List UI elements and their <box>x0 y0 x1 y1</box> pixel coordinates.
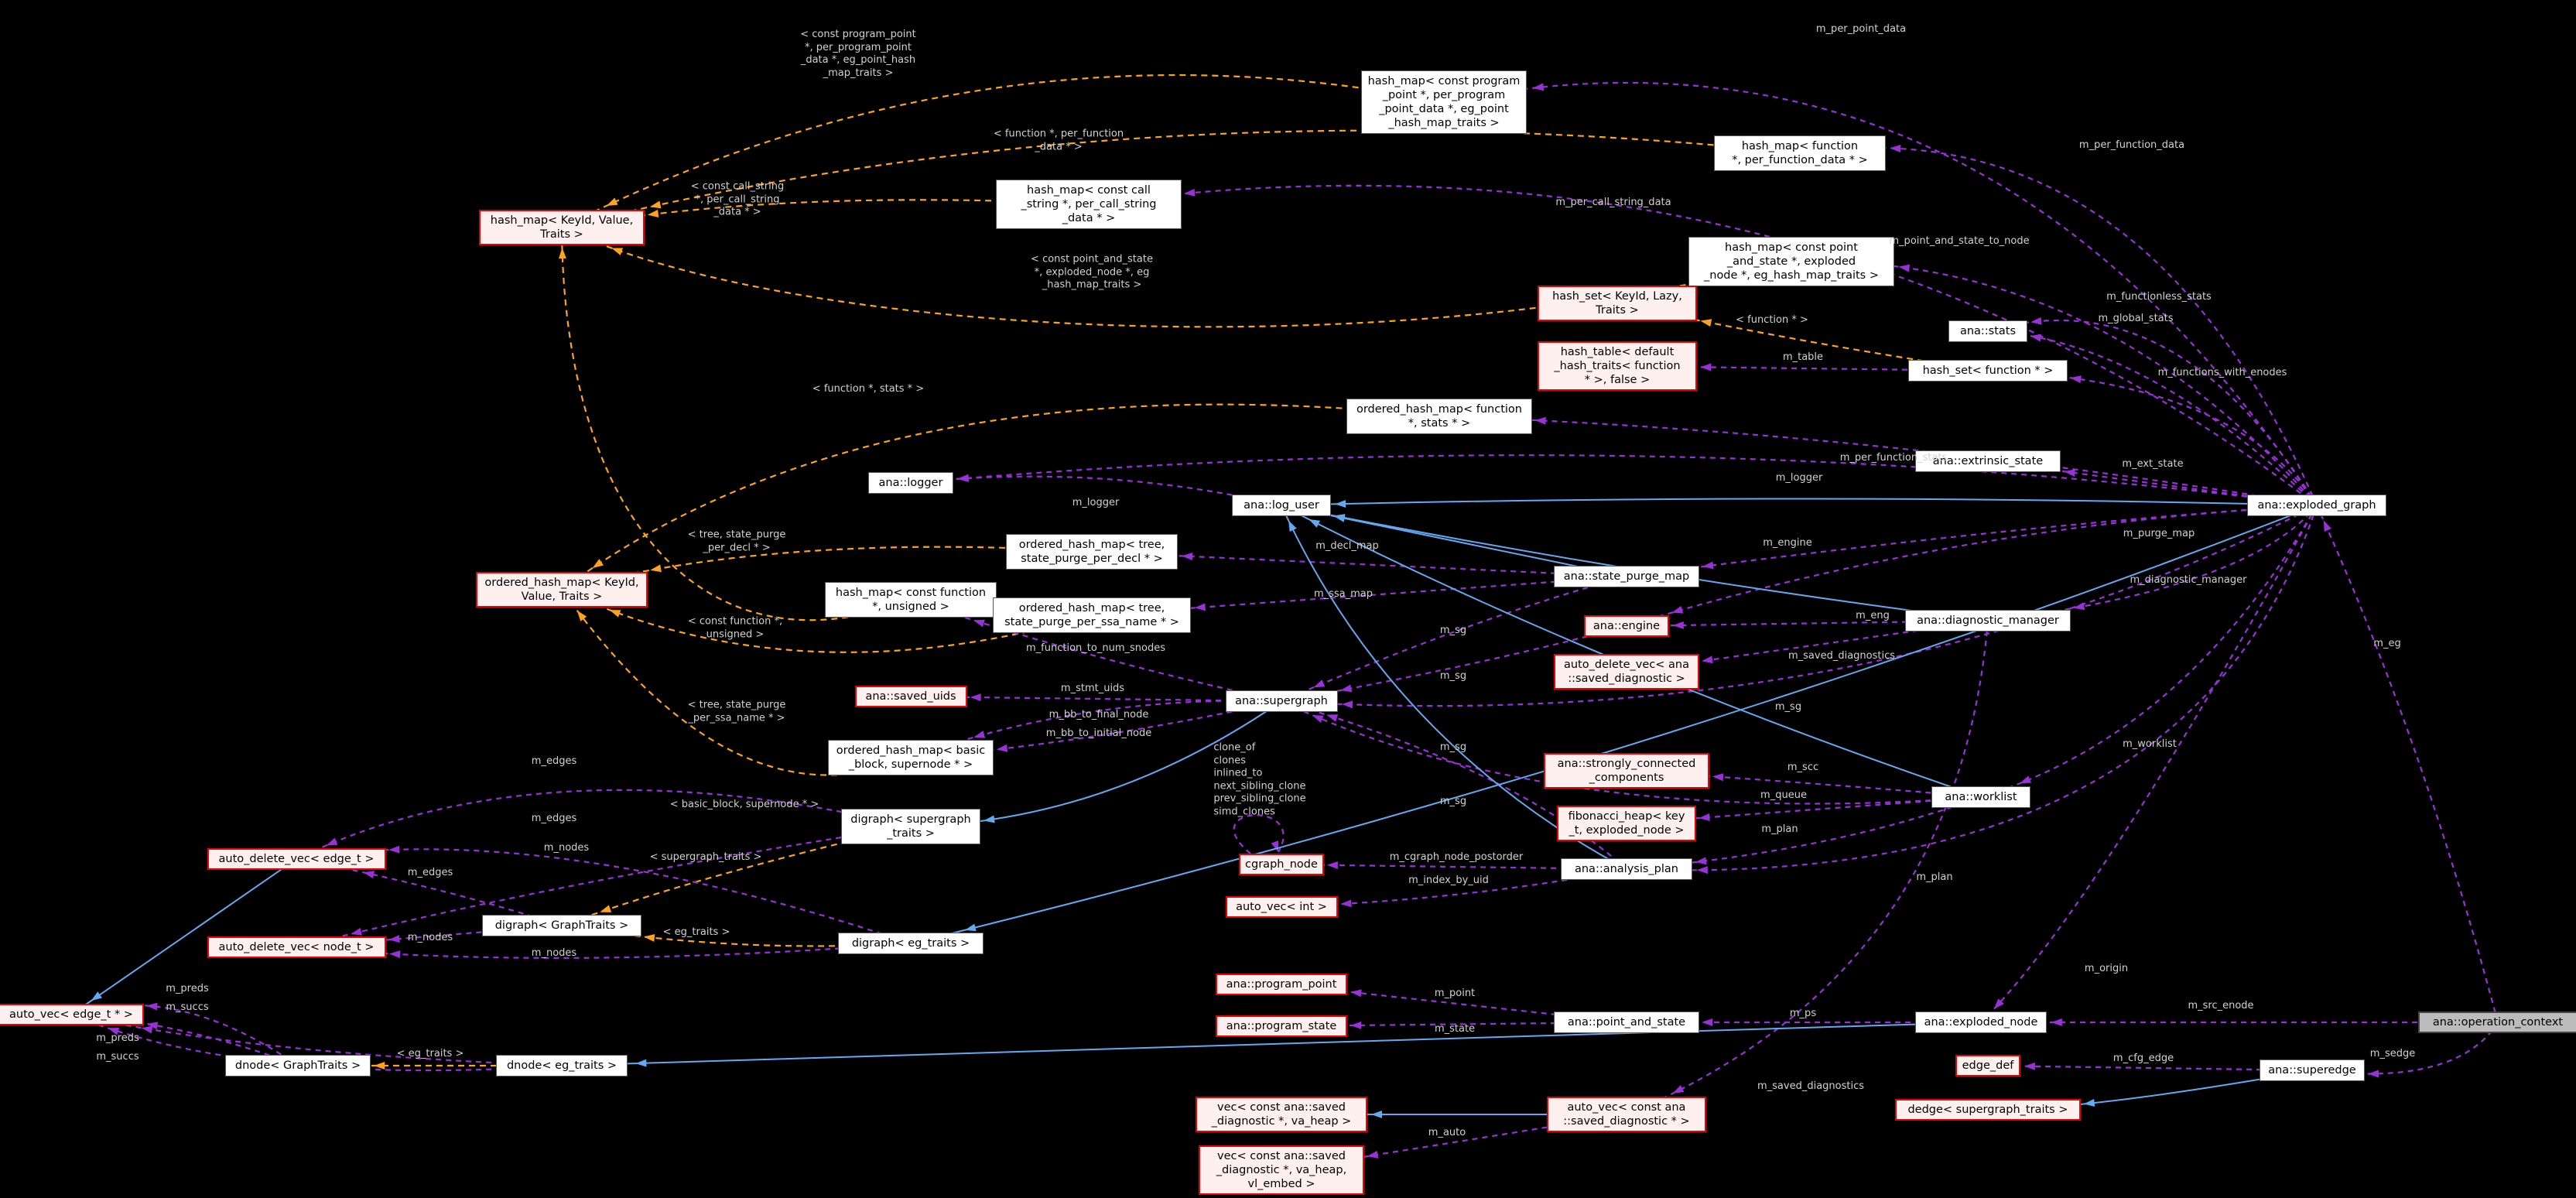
node-dnode_eg[interactable]: dnode< eg_traits > <box>495 1055 628 1076</box>
edge-m_sg-33 <box>1281 700 1627 870</box>
node-ohm_ssa[interactable]: ordered_hash_map< tree, state_purge_per_… <box>992 597 1192 633</box>
node-extrinsic[interactable]: ana::extrinsic_state <box>1915 450 2061 472</box>
node-adv_edge[interactable]: auto_delete_vec< edge_t > <box>207 848 386 870</box>
node-hm_point_state[interactable]: hash_map< const point _and_state *, expl… <box>1688 237 1894 286</box>
node-edge_def[interactable]: edge_def <box>1955 1055 2021 1076</box>
node-logger[interactable]: ana::logger <box>867 472 954 494</box>
edge-m_sg-31 <box>1281 575 1627 703</box>
edge-< const call_string-2 <box>561 199 1090 229</box>
edge-m_eng-29 <box>1626 619 1989 629</box>
node-op_ctx[interactable]: ana::operation_context <box>2418 1011 2576 1033</box>
node-hm_call_string[interactable]: hash_map< const call _string *, per_call… <box>996 180 1182 229</box>
node-ohm_fn_stats[interactable]: ordered_hash_map< function *, stats * > <box>1346 399 1532 434</box>
edge-m_eg-49 <box>2315 505 2499 1023</box>
node-pas[interactable]: ana::point_and_state <box>1554 1011 1699 1033</box>
node-exploded_graph[interactable]: ana::exploded_graph <box>2247 495 2386 516</box>
edge-< const function *,-7 <box>558 227 912 621</box>
node-auto_vec_edge[interactable]: auto_vec< edge_t * > <box>0 1004 144 1025</box>
node-dedge_sgt[interactable]: dedge< supergraph_traits > <box>1895 1099 2081 1121</box>
node-ohm_kvt[interactable]: ordered_hash_map< KeyId, Value, Traits > <box>475 572 648 608</box>
edge-m_point-55 <box>1281 983 1627 1024</box>
edge-m_functions_with_enodes-19 <box>1987 369 2318 506</box>
edge-m_edges-61 <box>296 857 563 927</box>
edge-m_worklist-47 <box>1980 505 2318 799</box>
node-hash_set_fn[interactable]: hash_set< function * > <box>1908 360 2068 382</box>
edge-m_saved_diagnostics-57 <box>1626 620 1989 1116</box>
edge-m_sg-35 <box>1281 505 2318 709</box>
node-digraph_gt[interactable]: digraph< GraphTraits > <box>482 915 641 936</box>
edge-< tree, state_purge-8 <box>561 589 1093 653</box>
node-vec_heap[interactable]: vec< const ana::saved _diagnostic *, va_… <box>1195 1097 1368 1132</box>
edge-m_edges-59 <box>296 789 912 860</box>
node-plan[interactable]: ana::analysis_plan <box>1560 858 1693 880</box>
node-av_saved_diag[interactable]: auto_vec< const ana ::saved_diagnostic *… <box>1547 1097 1706 1132</box>
edge-m_per_function_data-14 <box>1799 145 2318 506</box>
edge-m_ssa_map-27 <box>1091 575 1627 617</box>
node-hash_set_kvt[interactable]: hash_set< KeyId, Lazy, Traits > <box>1538 286 1697 321</box>
edge-inherit-73 <box>561 1022 1982 1067</box>
node-digraph_sgt[interactable]: digraph< supergraph _traits > <box>841 809 980 844</box>
node-stats[interactable]: ana::stats <box>1948 320 2027 342</box>
node-log_user[interactable]: ana::log_user <box>1232 495 1331 516</box>
edge-m_engine-28 <box>1626 504 2318 628</box>
edge-m_functionless_stats-17 <box>1987 317 2318 506</box>
node-digraph_eg[interactable]: digraph< eg_traits > <box>838 933 984 954</box>
edge-m_per_point_data-13 <box>1443 81 2318 506</box>
edge-< basic_block, supernode * >-9 <box>561 589 912 776</box>
node-hm_fn_unsigned[interactable]: hash_map< const function *, unsigned > <box>824 582 997 618</box>
node-exploded_node[interactable]: ana::exploded_node <box>1914 1011 2047 1033</box>
node-hash_table[interactable]: hash_table< default _hash_traits< functi… <box>1538 341 1697 391</box>
node-ohm_decl[interactable]: ordered_hash_map< tree, state_purge_per_… <box>1005 534 1179 570</box>
edge-m_edges-63 <box>296 845 912 945</box>
edge-m_preds-67 <box>70 1013 563 1067</box>
node-hash_map_kvt[interactable]: hash_map< KeyId, Value, Traits > <box>479 210 645 245</box>
edge-< function *, stats * >-5 <box>561 403 1440 590</box>
edge-m_nodes-60 <box>296 825 912 949</box>
edge-m_sg-34 <box>1281 700 1982 805</box>
node-hm_program_point[interactable]: hash_map< const program _point *, per_pr… <box>1361 70 1527 134</box>
edge-inherit-76 <box>1281 505 1989 621</box>
node-cgraph_node[interactable]: cgraph_node <box>1238 854 1325 875</box>
edge-< const program_point-0 <box>561 74 1445 228</box>
edge-m_diagnostic_manager-48 <box>1987 505 2318 622</box>
node-saved_uids[interactable]: ana::saved_uids <box>854 686 967 707</box>
edge-< function * >-4 <box>1616 302 1989 372</box>
edge-m_state-56 <box>1281 1021 1627 1029</box>
edge-m_plan-45 <box>1626 796 1982 871</box>
edge-m_logger-23 <box>910 474 1282 507</box>
node-scc[interactable]: ana::strongly_connected _components <box>1544 753 1709 789</box>
edge-m_purge_map-25 <box>1626 504 2318 578</box>
edge-m_cgraph_node_postorder-40 <box>1281 861 1627 871</box>
node-superedge[interactable]: ana::superedge <box>2259 1059 2366 1081</box>
node-engine[interactable]: ana::engine <box>1583 615 1670 637</box>
node-adv_saved_diag[interactable]: auto_delete_vec< ana ::saved_diagnostic … <box>1554 654 1699 690</box>
edge-m_origin-50 <box>1980 505 2318 1023</box>
edge-m_sg-32 <box>1281 625 1627 703</box>
edge-m_sedge-52 <box>2311 1022 2499 1078</box>
node-program_point[interactable]: ana::program_point <box>1215 974 1348 995</box>
node-hm_function[interactable]: hash_map< function *, per_function_data … <box>1713 135 1887 171</box>
edge-inherit-70 <box>910 505 2318 944</box>
node-dnode_gt[interactable]: dnode< GraphTraits > <box>225 1055 371 1076</box>
edge-m_global_stats-18 <box>1987 330 2318 506</box>
node-worklist[interactable]: ana::worklist <box>1931 786 2030 808</box>
node-spm[interactable]: ana::state_purge_map <box>1554 566 1699 587</box>
edge-m_plan-46 <box>1626 505 2318 875</box>
node-fib_heap[interactable]: fibonacci_heap< key _t, exploded_node > <box>1557 806 1696 841</box>
edge-inherit-78 <box>1281 498 2318 508</box>
node-diag_mgr[interactable]: ana::diagnostic_manager <box>1905 610 2071 632</box>
node-program_state[interactable]: ana::program_state <box>1215 1015 1348 1037</box>
edge-< function *, per_function-1 <box>561 129 1801 229</box>
edge-m_succs-68 <box>70 1013 563 1072</box>
node-ohm_bb[interactable]: ordered_hash_map< basic _block, supernod… <box>828 740 994 775</box>
edge-inherit-71 <box>70 858 297 1015</box>
node-adv_node[interactable]: auto_delete_vec< node_t > <box>207 936 386 958</box>
edge-m_per_call_string_data-15 <box>1088 184 2318 506</box>
node-supergraph[interactable]: ana::supergraph <box>1225 690 1338 712</box>
edge-m_decl_map-26 <box>1091 550 1627 578</box>
edge-m_per_function_stats-21 <box>1439 415 2318 507</box>
node-auto_vec_int[interactable]: auto_vec< int > <box>1225 896 1338 918</box>
node-vec_embed[interactable]: vec< const ana::saved _diagnostic *, va_… <box>1199 1145 1364 1195</box>
